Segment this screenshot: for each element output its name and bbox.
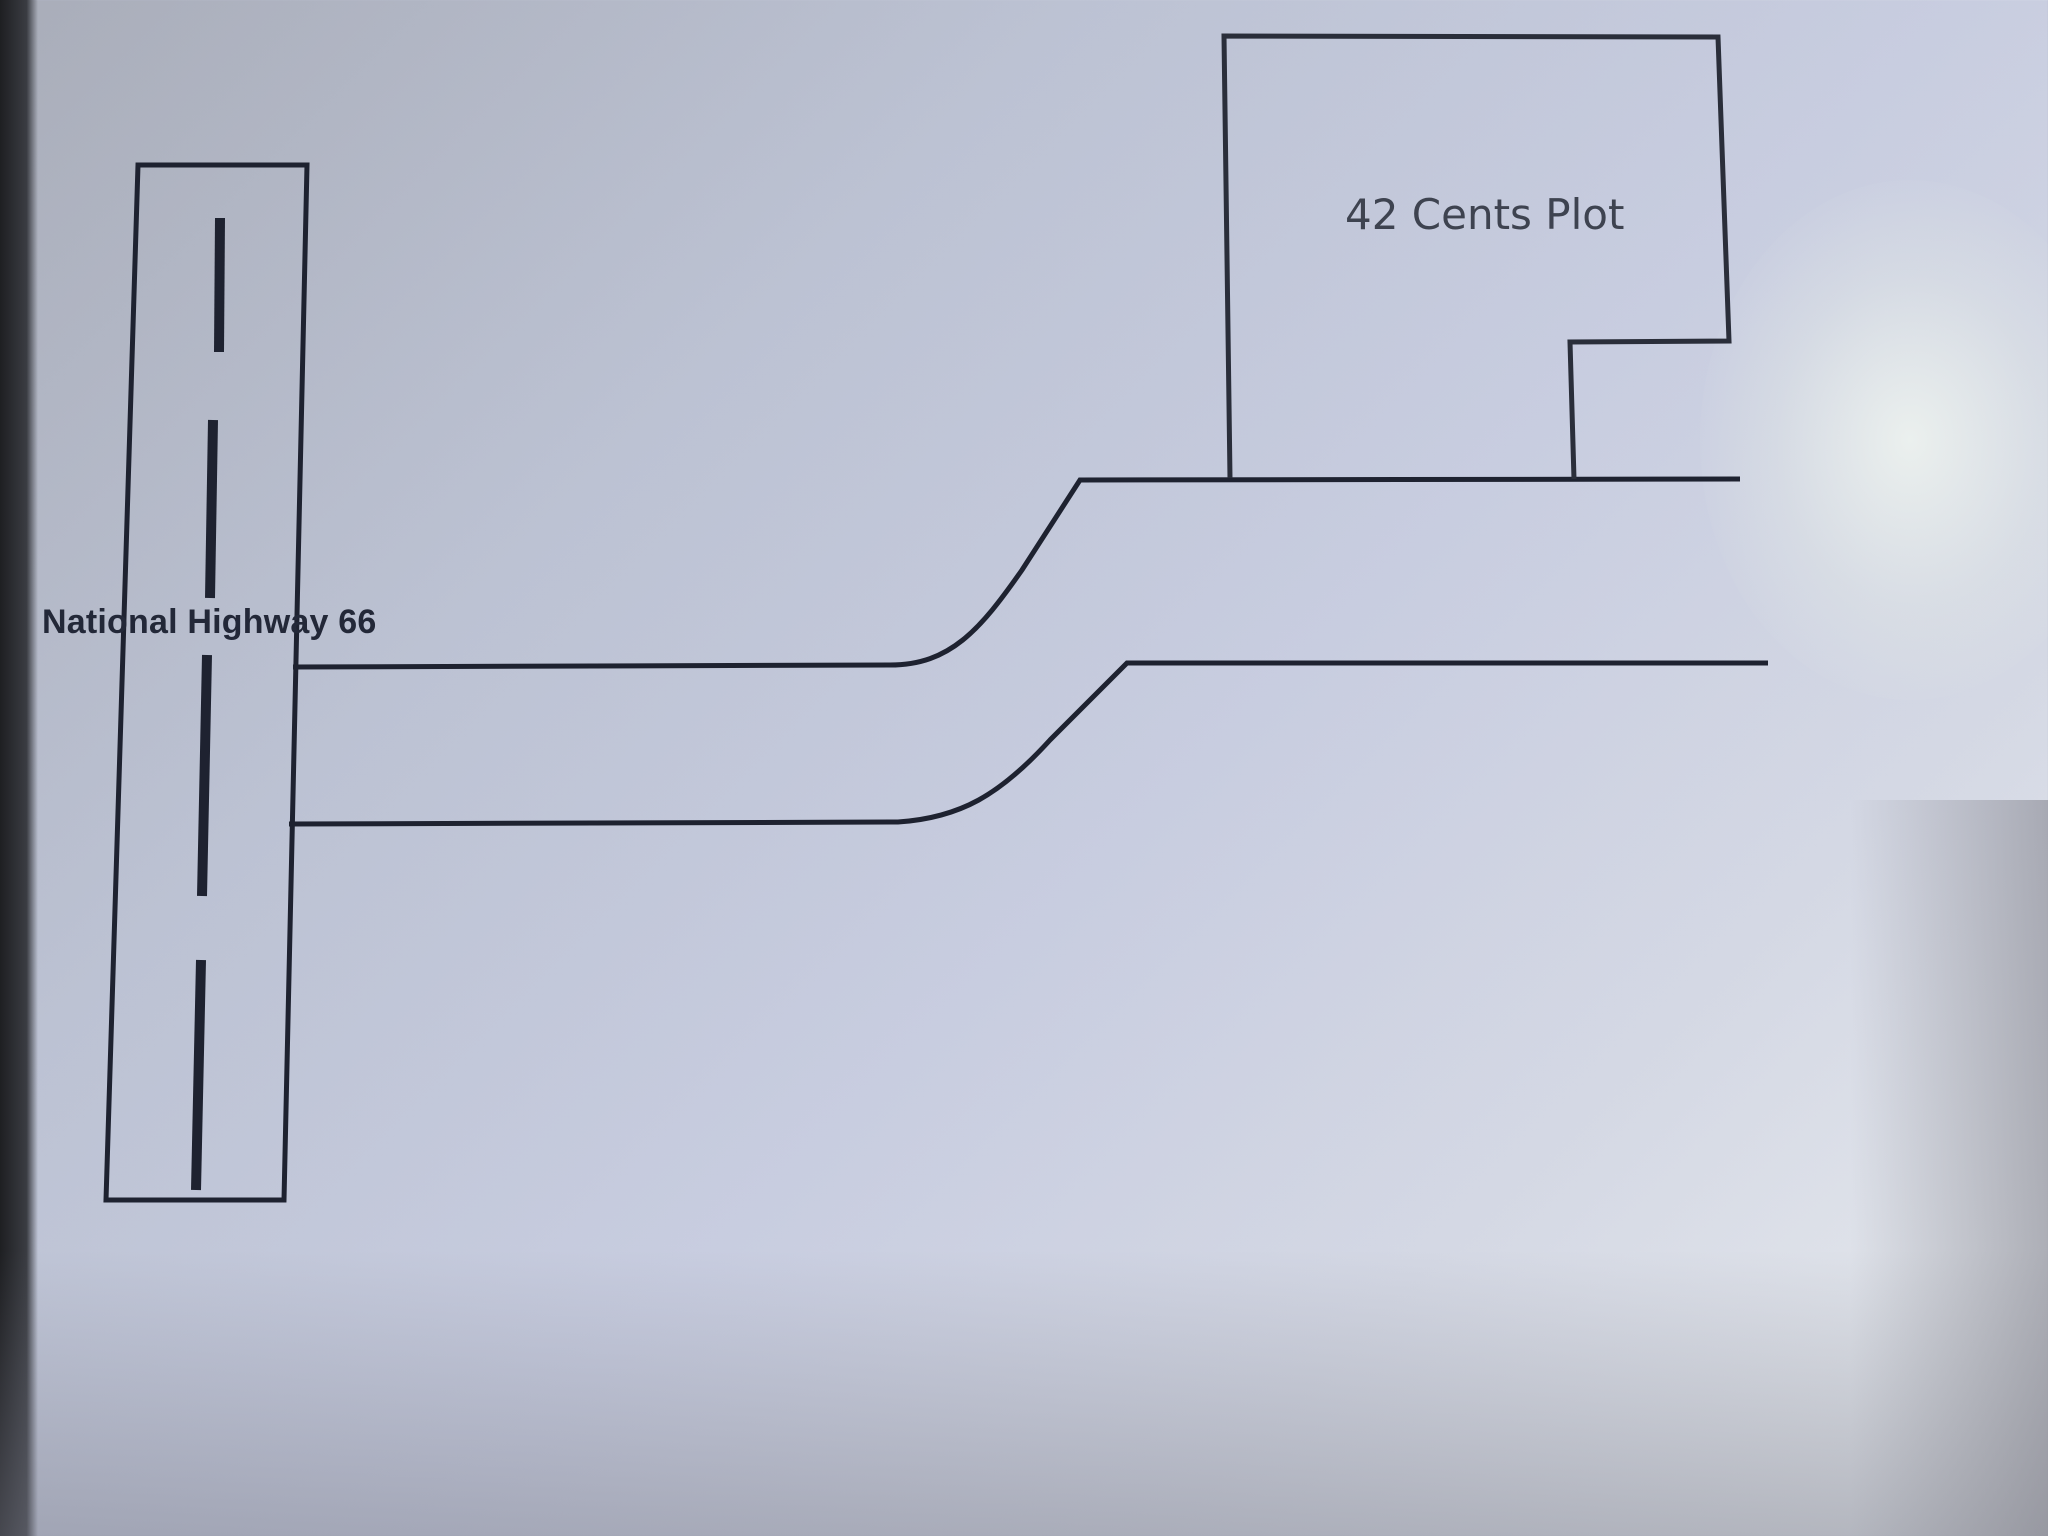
access-road — [288, 476, 1768, 827]
screen-glare — [1700, 180, 2048, 700]
access-road-bottom-edge — [288, 660, 1768, 827]
access-road-top-edge — [292, 476, 1741, 670]
plot-label: 42 Cents Plot — [1345, 190, 1625, 239]
highway-label: National Highway 66 — [42, 603, 377, 641]
lane-marking-1 — [214, 217, 225, 353]
screen-bezel — [0, 0, 38, 1536]
bottom-shadow — [0, 1250, 2048, 1536]
lane-marking-3 — [197, 654, 212, 897]
plot-boundary — [1221, 33, 1732, 480]
lane-marking-4 — [191, 959, 206, 1191]
highway — [103, 162, 310, 1203]
right-shadow — [1850, 800, 2048, 1536]
plot — [1221, 33, 1732, 480]
highway-outline — [103, 162, 310, 1203]
lane-marking-2 — [205, 419, 218, 599]
